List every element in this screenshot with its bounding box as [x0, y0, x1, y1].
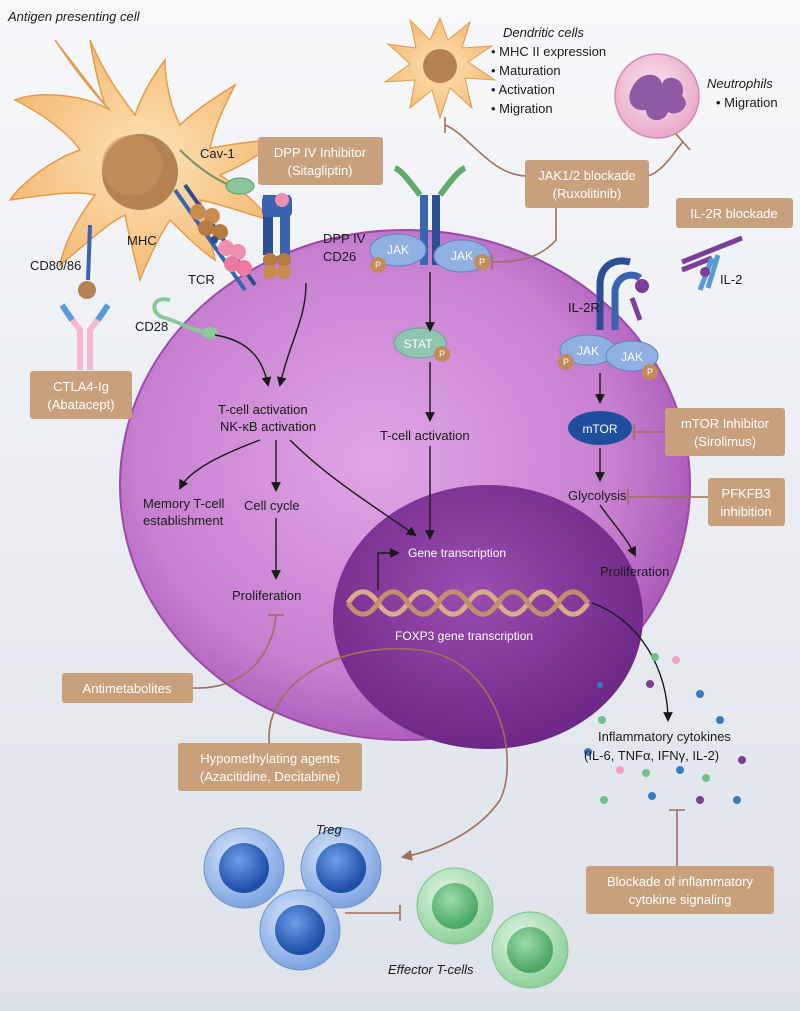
- ctla4-ig-line1: CTLA4-Ig: [53, 379, 109, 394]
- apc-title: Antigen presenting cell: [7, 9, 141, 24]
- stat-label: STAT: [404, 337, 434, 351]
- foxp3-label: FOXP3 gene transcription: [395, 629, 533, 643]
- inhibition-lines: [192, 117, 708, 921]
- mtor-inhibitor-box: mTOR Inhibitor (Sirolimus): [665, 408, 785, 456]
- jak-label-1: JAK: [387, 243, 409, 257]
- memory-label-2: establishment: [143, 513, 224, 528]
- dendritic-bullets: • MHC II expression • Maturation • Activ…: [491, 44, 606, 116]
- memory-label-1: Memory T-cell: [143, 496, 224, 511]
- mtor-label: mTOR: [582, 422, 617, 436]
- jak-label-3: JAK: [577, 344, 599, 358]
- neutrophil-icon: [614, 53, 700, 139]
- dpp4-inhibitor-line1: DPP IV Inhibitor: [274, 145, 367, 160]
- dna-helix-icon: [345, 589, 591, 617]
- dpp4-cd26-label-2: CD26: [323, 249, 356, 264]
- antigen-presenting-cell-icon: [8, 39, 283, 283]
- neutrophils-bullet-1: Migration: [724, 95, 777, 110]
- dendritic-bullet-4: Migration: [499, 101, 552, 116]
- jak-blockade-box: JAK1/2 blockade (Ruxolitinib): [525, 160, 649, 208]
- antimetabolites-line1: Antimetabolites: [83, 681, 172, 696]
- dendritic-bullet-3: Activation: [498, 82, 554, 97]
- dendritic-bullet-1: MHC II expression: [499, 44, 606, 59]
- svg-text:• Maturation: • Maturation: [491, 63, 561, 78]
- svg-text:• MHC II expression: • MHC II expression: [491, 44, 606, 59]
- nucleus: [333, 485, 643, 749]
- proliferation-right-label: Proliferation: [600, 564, 669, 579]
- pfkfb3-line1: PFKFB3: [721, 486, 770, 501]
- dpp4-inhibitor-line2: (Sitagliptin): [287, 163, 352, 178]
- phospho-label-2: P: [479, 257, 485, 267]
- stat-phospho-label: P: [439, 349, 445, 359]
- cd28-molecule-icon: [152, 297, 218, 339]
- mhc-label: MHC: [127, 233, 157, 248]
- effector-tcells-label: Effector T-cells: [388, 962, 474, 977]
- gene-transcription-label: Gene transcription: [408, 546, 506, 560]
- dpp4-cd26-label-1: DPP IV: [323, 231, 366, 246]
- stat-phospho-icon: [434, 346, 450, 362]
- cd80-86-molecule-icon: [78, 224, 96, 299]
- jak-blockade-line1: JAK1/2 blockade: [538, 168, 636, 183]
- pfkfb3-line2: inhibition: [720, 504, 771, 519]
- il2r-label: IL-2R: [568, 300, 600, 315]
- hypomethylating-line2: (Azacitidine, Decitabine): [200, 769, 340, 784]
- jak-label-2: JAK: [451, 249, 473, 263]
- il2r-blockade-box: IL-2R blockade: [676, 198, 793, 228]
- mtor-inhibitor-line2: (Sirolimus): [694, 434, 756, 449]
- dendritic-cell-icon: [383, 16, 497, 120]
- jak-blockade-line2: (Ruxolitinib): [553, 186, 622, 201]
- phospho-label-3: P: [563, 357, 569, 367]
- tcell-activation-left-1: T-cell activation: [218, 402, 308, 417]
- jak-label-4: JAK: [621, 350, 643, 364]
- neutrophils-title: Neutrophils: [707, 76, 773, 91]
- treg-label: Treg: [316, 822, 343, 837]
- dendritic-title: Dendritic cells: [503, 25, 584, 40]
- mtor-molecule-icon: [568, 411, 632, 445]
- cd80-label: CD80/86: [30, 258, 81, 273]
- glycolysis-label: Glycolysis: [568, 488, 627, 503]
- mhc-tcr-complex-icon: [173, 183, 257, 292]
- tcr-label: TCR: [188, 272, 215, 287]
- signal-arrows: [179, 272, 673, 722]
- cd28-label: CD28: [135, 319, 168, 334]
- cytokine-blockade-line2: cytokine signaling: [629, 892, 732, 907]
- dendritic-bullet-2: Maturation: [499, 63, 560, 78]
- cytokines-label-1: Inflammatory cytokines: [598, 729, 731, 744]
- il2r-blockade-line1: IL-2R blockade: [690, 206, 777, 221]
- ctla4-ig-line2: (Abatacept): [47, 397, 114, 412]
- svg-text:• Migration: • Migration: [716, 95, 778, 110]
- antimetabolites-box: Antimetabolites: [62, 673, 193, 703]
- ctla4-ig-antibody-icon: [59, 303, 111, 370]
- jak-receptor-icon: [369, 165, 491, 273]
- proliferation-left-label: Proliferation: [232, 588, 301, 603]
- il2r-receptor-icon: [558, 257, 659, 380]
- phospho-label-4: P: [647, 367, 653, 377]
- tcell-activation-left-2: NK-κB activation: [220, 419, 316, 434]
- il2-antibody-icon: [681, 235, 743, 291]
- pfkfb3-inhibition-box: PFKFB3 inhibition: [708, 478, 785, 526]
- dpp4-inhibitor-box: DPP IV Inhibitor (Sitagliptin): [258, 137, 383, 185]
- cav1-label: Cav-1: [200, 146, 235, 161]
- cell-cycle-label: Cell cycle: [244, 498, 300, 513]
- cytokine-blockade-box: Blockade of inflammatory cytokine signal…: [586, 866, 774, 914]
- cytokines-label-2: (IL-6, TNFα, IFNγ, IL-2): [584, 748, 719, 763]
- cytokine-particles-icon: [584, 653, 746, 804]
- ctla4-ig-box: CTLA4-Ig (Abatacept): [30, 371, 132, 419]
- phospho-label-1: P: [375, 260, 381, 270]
- hypomethylating-agents-box: Hypomethylating agents (Azacitidine, Dec…: [178, 743, 362, 791]
- stat-molecule-icon: [393, 327, 447, 359]
- mtor-inhibitor-line1: mTOR Inhibitor: [681, 416, 770, 431]
- cav1-molecule-icon: [179, 149, 255, 195]
- svg-text:• Activation: • Activation: [491, 82, 555, 97]
- il2-label: IL-2: [720, 272, 742, 287]
- hypomethylating-line1: Hypomethylating agents: [200, 751, 340, 766]
- cytokine-blockade-line1: Blockade of inflammatory: [607, 874, 753, 889]
- svg-text:• Migration: • Migration: [491, 101, 553, 116]
- tcell-activation-center: T-cell activation: [380, 428, 470, 443]
- effector-t-cells-icon: [416, 867, 569, 989]
- treg-cells-icon: [203, 827, 382, 971]
- dpp4-cd26-molecule-icon: [262, 193, 292, 279]
